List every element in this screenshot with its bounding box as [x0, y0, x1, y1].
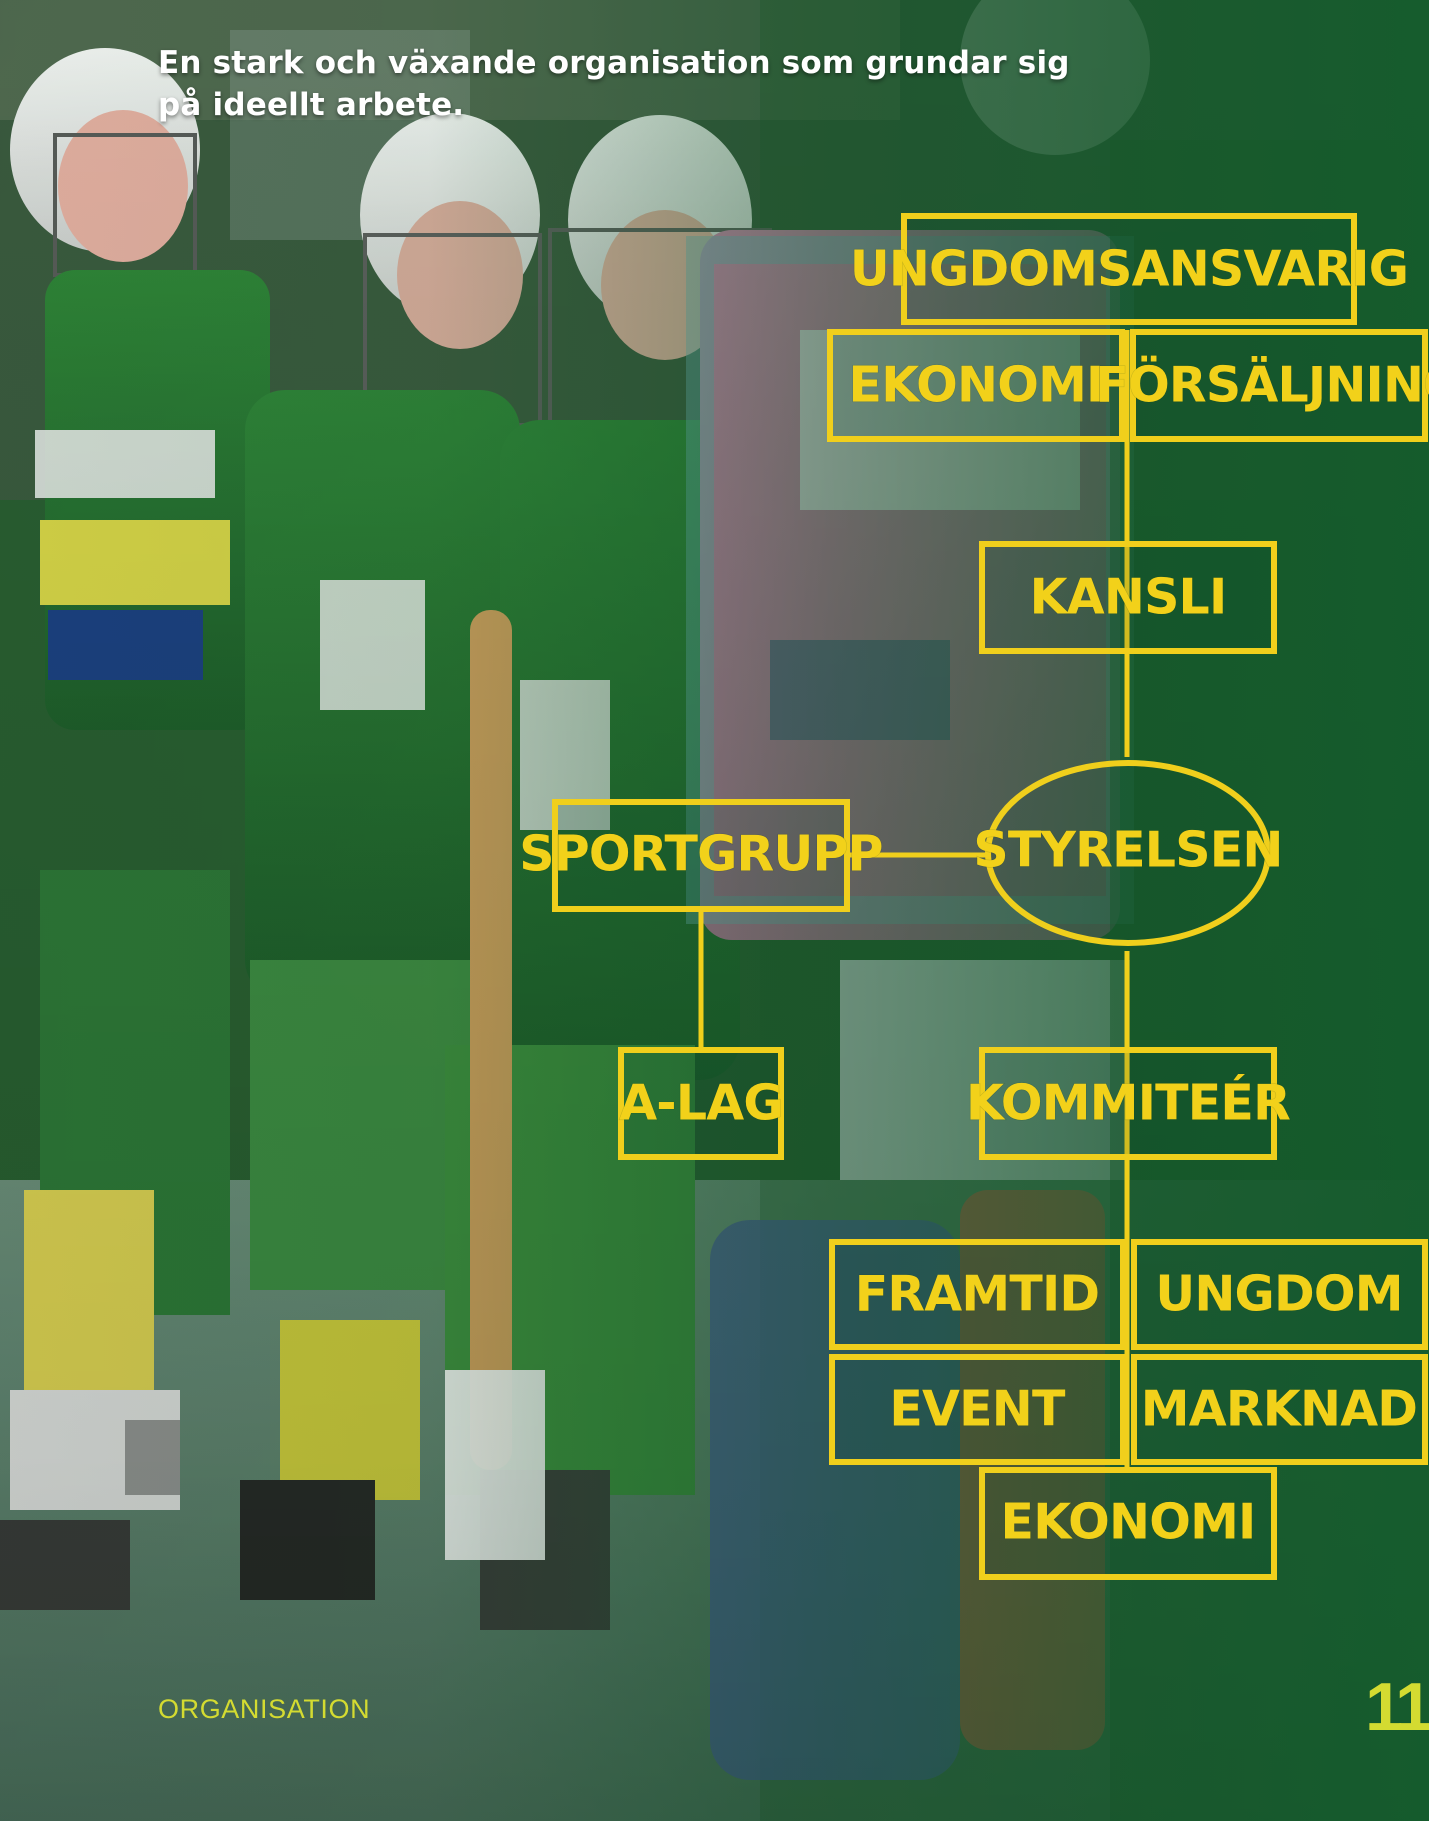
page-number: 11	[1365, 1669, 1429, 1745]
headline-line-1: En stark och växande organisation som gr…	[158, 45, 1070, 81]
headline-line-2: på ideellt arbete.	[158, 87, 465, 123]
intro-headline: En stark och växande organisation som gr…	[158, 42, 1118, 126]
section-label: ORGANISATION	[158, 1694, 371, 1724]
